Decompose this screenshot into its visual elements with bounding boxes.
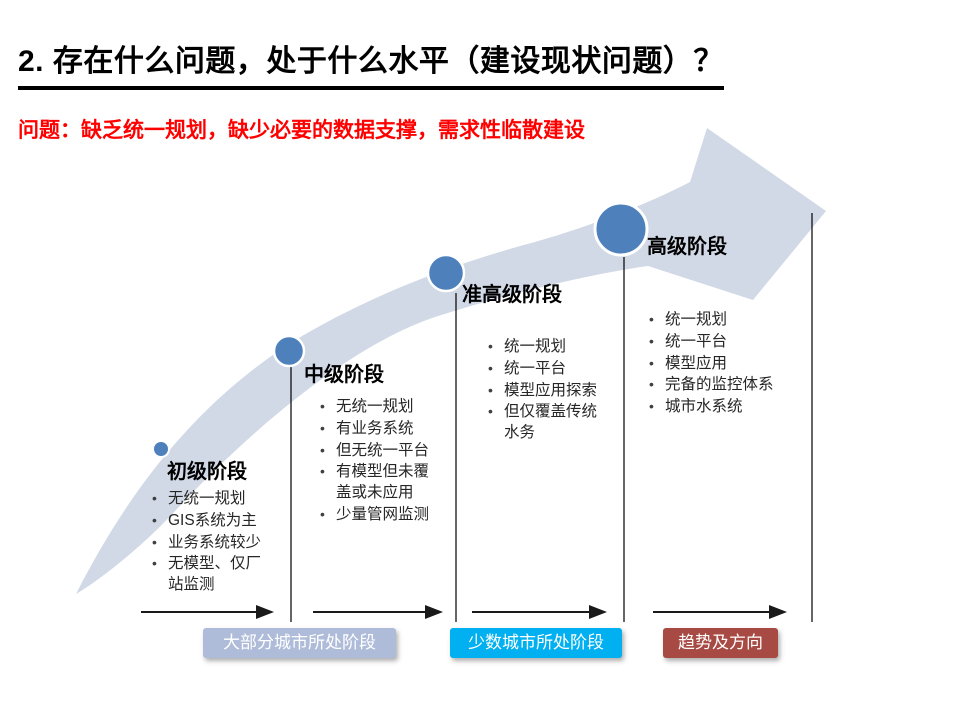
list-item: 无模型、仅厂站监测 [148, 554, 274, 596]
stage-list-initial: 无统一规划 GIS系统为主 业务系统较少 无模型、仅厂站监测 [148, 489, 274, 597]
list-item: 无统一规划 [316, 397, 442, 418]
list-item: 业务系统较少 [148, 533, 274, 554]
list-item: 模型应用 [645, 354, 803, 375]
list-item: 完备的监控体系 [645, 375, 803, 396]
stage-dot-advanced [593, 201, 649, 257]
stage-dot-initial [152, 440, 170, 458]
list-item: 模型应用探索 [484, 381, 612, 402]
list-item: GIS系统为主 [148, 511, 274, 532]
stage-title-middle: 中级阶段 [304, 364, 384, 386]
stage-dot-middle [272, 334, 306, 368]
stage-list-middle: 无统一规划 有业务系统 但无统一平台 有模型但未覆盖或未应用 少量管网监测 [316, 397, 442, 527]
list-item: 统一平台 [645, 332, 803, 353]
stage-list-advanced: 统一规划 统一平台 模型应用 完备的监控体系 城市水系统 [645, 310, 803, 419]
list-item: 统一规划 [484, 337, 612, 358]
list-item: 但无统一平台 [316, 441, 442, 462]
legend-few-cities: 少数城市所处阶段 [450, 628, 622, 658]
page-title: 2. 存在什么问题，处于什么水平（建设现状问题）？ [18, 36, 724, 90]
list-item: 无统一规划 [148, 489, 274, 510]
stage-title-quasi-advanced: 准高级阶段 [462, 284, 562, 306]
legend-majority-cities: 大部分城市所处阶段 [203, 628, 396, 658]
list-item: 有模型但未覆盖或未应用 [316, 462, 442, 504]
list-item: 统一规划 [645, 310, 803, 331]
stage-title-initial: 初级阶段 [167, 461, 247, 483]
legend-trend-direction: 趋势及方向 [663, 628, 778, 658]
list-item: 统一平台 [484, 359, 612, 380]
stage-list-quasi-advanced: 统一规划 统一平台 模型应用探索 但仅覆盖传统水务 [484, 337, 612, 445]
list-item: 城市水系统 [645, 397, 803, 418]
list-item: 少量管网监测 [316, 505, 442, 526]
problem-statement: 问题：缺乏统一规划，缺少必要的数据支撑，需求性临散建设 [18, 119, 585, 142]
stage-dot-quasi-advanced [426, 253, 466, 293]
list-item: 但仅覆盖传统水务 [484, 402, 612, 444]
list-item: 有业务系统 [316, 419, 442, 440]
stage-title-advanced: 高级阶段 [647, 236, 727, 258]
